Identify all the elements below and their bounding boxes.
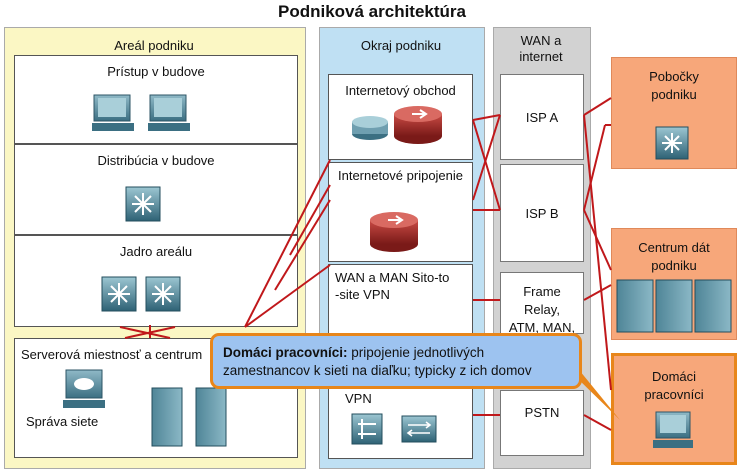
mgmt-label: Správa siete: [26, 414, 99, 429]
wan-man-label: WAN a MAN Sito-to -site VPN: [335, 270, 450, 302]
isp-b-module: ISP B: [500, 164, 584, 262]
vpn-concentrator-icon: [351, 413, 383, 445]
frame-relay-label: Frame Relay, ATM, MAN,: [508, 284, 576, 335]
callout-term: Domáci pracovníci:: [223, 345, 348, 360]
server-icon-1: [151, 387, 183, 447]
management-pc-icon: [63, 369, 105, 408]
ecommerce-label: Internetový obchod: [345, 83, 456, 98]
internet-module: Internetové pripojenie: [328, 162, 473, 262]
switch-icon: [401, 415, 437, 443]
datacenter-server-icon-3: [694, 279, 732, 333]
callout-pointer: [575, 365, 620, 420]
firewall-icon-1: [394, 106, 442, 144]
callout-text: pripojenie jednotlivých zamestnancov k s…: [223, 345, 532, 378]
teleworker-label: Domáci pracovníci: [644, 369, 704, 402]
datacenter-server-icon-1: [616, 279, 654, 333]
pstn-label: PSTN: [524, 405, 560, 420]
datacenter-server-icon-2: [655, 279, 693, 333]
wan-zone-label: WAN a internet: [519, 33, 563, 64]
pc-icon-1: [92, 94, 134, 131]
multilayer-switch-icon-2: [101, 276, 137, 312]
router-icon: [352, 116, 388, 140]
core-module: Jadro areálu: [14, 235, 298, 327]
pstn-module: PSTN: [500, 390, 584, 456]
frame-relay-module: Frame Relay, ATM, MAN,: [500, 272, 584, 335]
access-label: Prístup v budove: [107, 64, 205, 79]
diagram-title: Podniková architektúra: [277, 2, 466, 21]
teleworker-callout: Domáci pracovníci: pripojenie jednotlivý…: [210, 333, 582, 389]
teleworker-pc-icon: [653, 411, 693, 448]
isp-a-label: ISP A: [525, 110, 559, 125]
wan-man-module: WAN a MAN Sito-to -site VPN: [328, 264, 473, 334]
isp-a-module: ISP A: [500, 74, 584, 160]
network-links: [119, 97, 612, 431]
multilayer-switch-icon-3: [145, 276, 181, 312]
branch-label: Pobočky podniku: [649, 69, 699, 102]
internet-label: Internetové pripojenie: [337, 168, 464, 183]
isp-b-label: ISP B: [525, 206, 559, 221]
vpn-label: VPN: [345, 391, 372, 406]
multilayer-switch-icon-4: [655, 126, 689, 160]
campus-zone-label: Areál podniku: [114, 38, 194, 53]
server-farm-label: Serverová miestnosť a centrum: [21, 347, 203, 362]
multilayer-switch-icon-1: [125, 186, 161, 222]
pc-icon-2: [148, 94, 190, 131]
edge-zone-label: Okraj podniku: [360, 38, 442, 53]
ecommerce-module: Internetový obchod: [328, 74, 473, 160]
distribution-label: Distribúcia v budove: [97, 153, 215, 168]
datacenter-label: Centrum dát podniku: [638, 240, 710, 273]
core-label: Jadro areálu: [119, 244, 193, 259]
server-icon-2: [195, 387, 227, 447]
firewall-icon-2: [370, 212, 418, 252]
